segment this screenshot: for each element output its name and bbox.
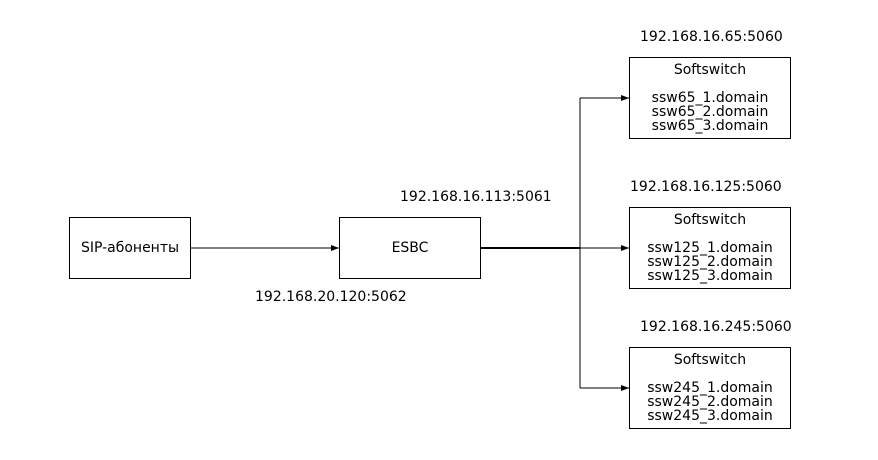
softswitch-245-address: 192.168.16.245:5060 bbox=[640, 319, 792, 335]
softswitch-125-title: Softswitch bbox=[673, 212, 747, 228]
esbc-internal-address: 192.168.16.113:5061 bbox=[400, 189, 552, 205]
sip-subscribers-label: SIP-абоненты bbox=[80, 240, 180, 256]
softswitch-125-domain: ssw125_3.domain bbox=[647, 268, 773, 284]
esbc-external-address: 192.168.20.120:5062 bbox=[255, 289, 407, 305]
softswitch-65-address: 192.168.16.65:5060 bbox=[640, 29, 783, 45]
softswitch-245-domain: ssw245_3.domain bbox=[647, 408, 773, 424]
sip-subscribers-node: SIP-абоненты bbox=[69, 217, 191, 279]
softswitch-125-domain: ssw125_1.domain bbox=[647, 240, 773, 256]
esbc-label: ESBC bbox=[391, 240, 429, 256]
softswitch-65-domain: ssw65_1.domain bbox=[651, 90, 769, 106]
softswitch-65-domain-list: ssw65_1.domain ssw65_2.domain ssw65_3.do… bbox=[630, 91, 790, 133]
softswitch-245-node: Softswitch ssw245_1.domain ssw245_2.doma… bbox=[629, 347, 791, 429]
softswitch-65-title: Softswitch bbox=[673, 62, 747, 78]
softswitch-125-node: Softswitch ssw125_1.domain ssw125_2.doma… bbox=[629, 207, 791, 289]
softswitch-245-domain: ssw245_1.domain bbox=[647, 380, 773, 396]
softswitch-125-domain: ssw125_2.domain bbox=[647, 254, 773, 270]
softswitch-245-domain: ssw245_2.domain bbox=[647, 394, 773, 410]
softswitch-65-domain: ssw65_2.domain bbox=[651, 104, 769, 120]
softswitch-65-node: Softswitch ssw65_1.domain ssw65_2.domain… bbox=[629, 57, 791, 139]
softswitch-125-address: 192.168.16.125:5060 bbox=[630, 179, 782, 195]
softswitch-245-domain-list: ssw245_1.domain ssw245_2.domain ssw245_3… bbox=[630, 381, 790, 423]
softswitch-65-domain: ssw65_3.domain bbox=[651, 118, 769, 134]
esbc-node: ESBC bbox=[339, 217, 481, 279]
softswitch-245-title: Softswitch bbox=[673, 352, 747, 368]
softswitch-125-domain-list: ssw125_1.domain ssw125_2.domain ssw125_3… bbox=[630, 241, 790, 283]
